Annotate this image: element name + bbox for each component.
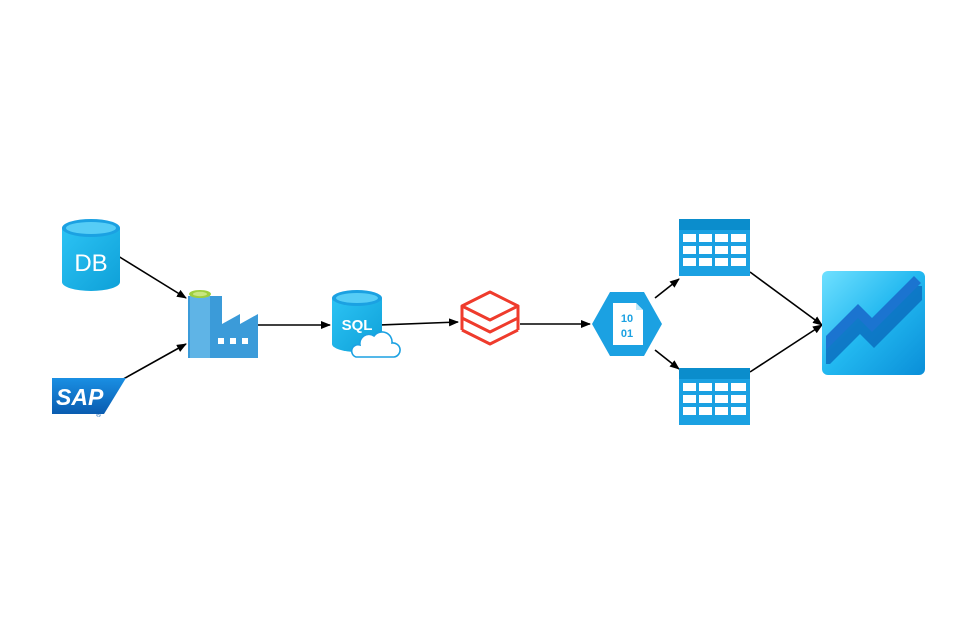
sql-label: SQL: [342, 317, 373, 334]
connector-arrows: [117, 255, 823, 383]
storage-icon: 10 01: [592, 292, 662, 356]
db-label: DB: [74, 250, 107, 277]
storage-bits-bottom: 01: [621, 328, 633, 340]
databricks-icon: [460, 290, 520, 346]
arrow-storage-to-table-bottom: [654, 349, 680, 370]
arrow-storage-to-table-top: [654, 278, 680, 299]
arrow-table-top-to-analytics: [749, 271, 823, 326]
cloud-icon: [350, 331, 401, 358]
sql-database-icon: SQL: [332, 290, 401, 358]
sap-label: SAP: [56, 384, 104, 410]
sap-logo: SAP ®: [52, 378, 126, 419]
table-icon-top: [679, 219, 750, 276]
arrow-table-bottom-to-analytics: [749, 324, 823, 373]
database-icon: DB: [62, 219, 120, 291]
arrow-db-to-factory: [117, 255, 187, 299]
arrow-sql-to-databricks: [379, 318, 459, 327]
storage-bits-top: 10: [621, 313, 633, 325]
arrow-sap-to-factory: [117, 343, 187, 383]
analytics-chart-icon: [822, 271, 925, 375]
sap-registered-mark: ®: [96, 411, 102, 419]
table-icon-bottom: [679, 368, 750, 425]
data-factory-icon: [188, 290, 258, 358]
